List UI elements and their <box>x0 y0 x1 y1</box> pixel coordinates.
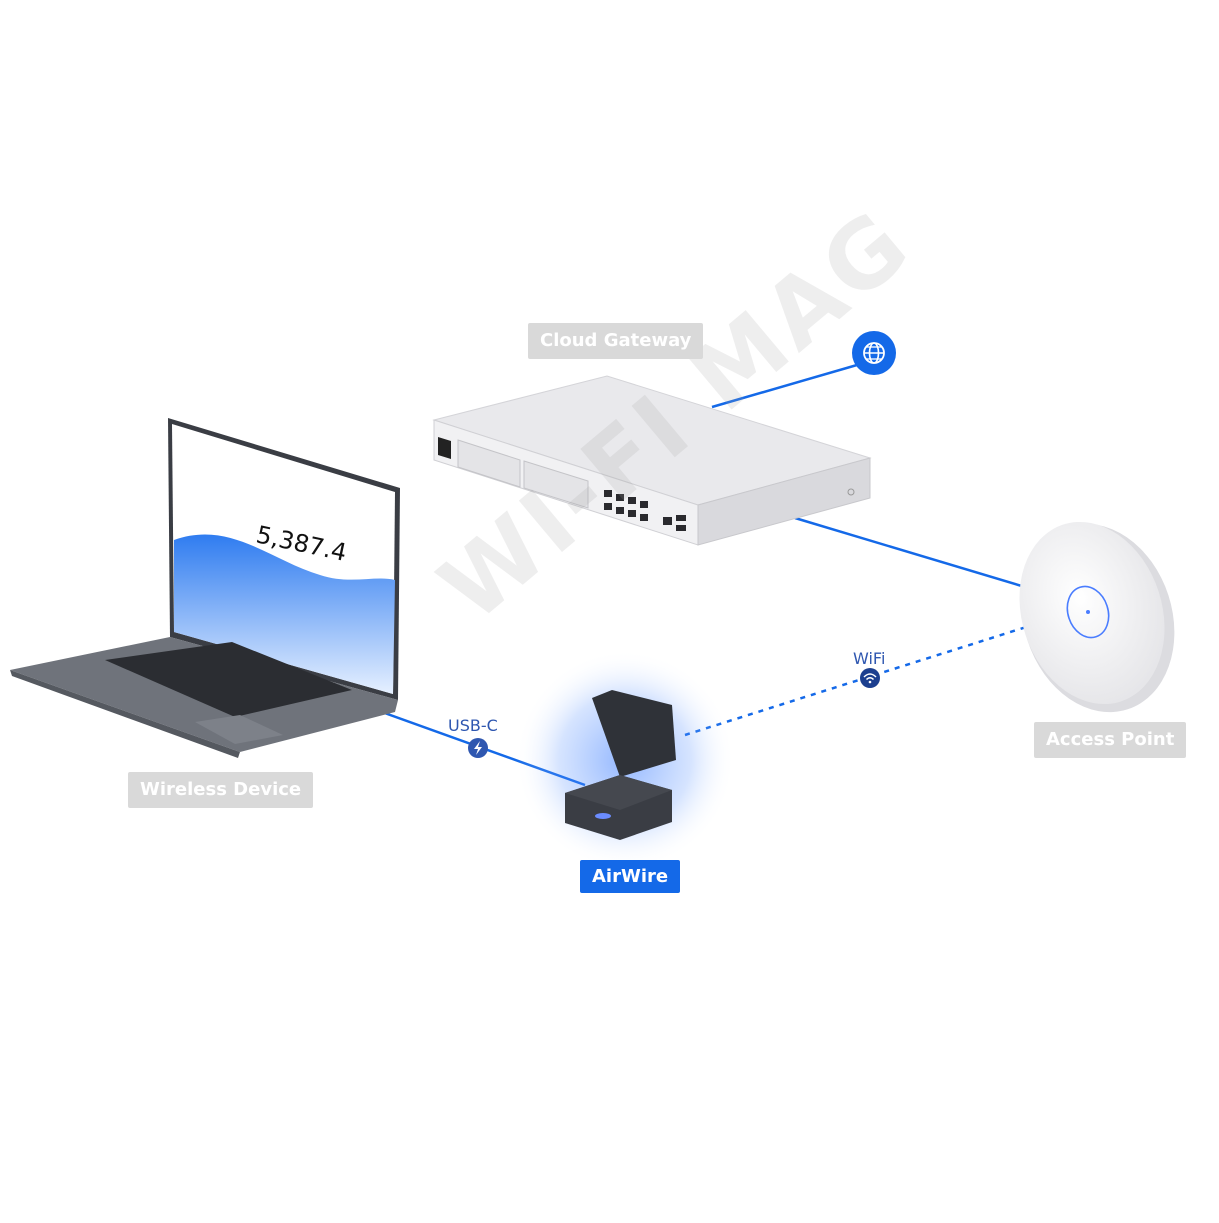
laptop-device <box>10 418 400 758</box>
wifi-label: WiFi <box>853 649 886 668</box>
wifi-link <box>684 608 1081 737</box>
cloud-gateway-device <box>432 375 872 546</box>
cloud-gateway-label: Cloud Gateway <box>528 323 704 359</box>
wireless-device-label: Wireless Device <box>128 772 314 808</box>
usb-bolt-icon <box>468 738 488 758</box>
airwire-label: AirWire <box>580 860 681 893</box>
gateway-internet-link <box>711 363 858 409</box>
access-point-device <box>1019 521 1175 713</box>
gateway-ap-link <box>794 516 1036 592</box>
access-point-label: Access Point <box>1034 722 1187 758</box>
airwire-device <box>515 650 735 870</box>
usb-c-label: USB-C <box>448 716 498 735</box>
wifi-icon <box>860 668 880 688</box>
globe-icon <box>852 331 896 375</box>
